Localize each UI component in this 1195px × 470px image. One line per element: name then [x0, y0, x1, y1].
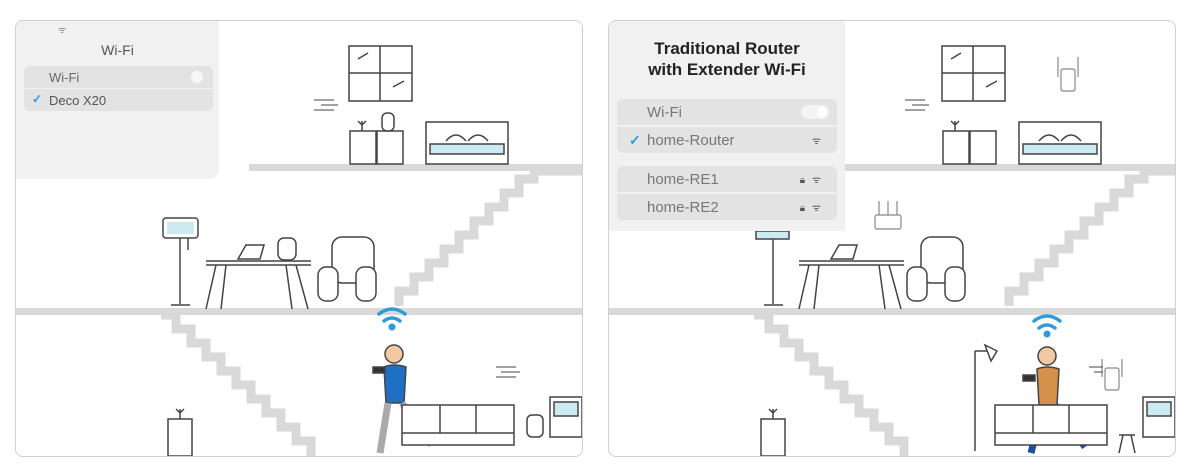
network-name: Deco X20 — [49, 92, 107, 108]
router-extender-scene-panel: Traditional Router with Extender Wi-Fi W… — [608, 20, 1176, 457]
wifi-toggle-label: Wi-Fi — [49, 69, 80, 85]
checkmark-icon: ✓ — [629, 132, 641, 148]
lock-wifi-icon: 🔒︎ ᯤ — [799, 175, 823, 186]
network-name: home-RE2 — [647, 198, 719, 216]
title-line-2: with Extender Wi-Fi — [648, 60, 806, 79]
lock-wifi-icon: 🔒︎ ᯤ — [799, 203, 823, 214]
network-item[interactable]: home-RE2 🔒︎ ᯤ — [617, 194, 837, 220]
wifi-signal-icon: ᯤ — [811, 136, 823, 147]
wifi-menu-title: Traditional Router with Extender Wi-Fi — [609, 38, 845, 80]
checkmark-icon: ✓ — [32, 92, 43, 106]
house-illustration-deco — [16, 45, 582, 456]
network-name: home-Router — [647, 131, 735, 149]
wifi-toggle-switch[interactable] — [801, 105, 829, 119]
wifi-toggle-label: Wi-Fi — [647, 103, 682, 121]
deco-scene-panel: ᯤ Wi-Fi Wi-Fi ✓ Deco X20 — [15, 20, 583, 457]
wifi-menu: ᯤ Wi-Fi Wi-Fi ✓ Deco X20 — [16, 21, 219, 179]
wifi-toggle-row[interactable]: Wi-Fi — [24, 66, 213, 88]
wifi-toggle-switch[interactable] — [191, 71, 203, 83]
title-line-1: Traditional Router — [654, 39, 800, 58]
network-item-selected[interactable]: ✓ home-Router ᯤ — [617, 127, 837, 153]
network-name: home-RE1 — [647, 170, 719, 188]
house-illustration-extender — [609, 45, 1175, 456]
network-item-selected[interactable]: ✓ Deco X20 — [24, 89, 213, 111]
wifi-toggle-row[interactable]: Wi-Fi — [617, 99, 837, 125]
wifi-menu-title: Wi-Fi — [101, 42, 134, 58]
wifi-status-icon: ᯤ — [58, 25, 67, 35]
network-item[interactable]: home-RE1 🔒︎ ᯤ — [617, 166, 837, 192]
wifi-menu: Traditional Router with Extender Wi-Fi W… — [609, 21, 845, 231]
